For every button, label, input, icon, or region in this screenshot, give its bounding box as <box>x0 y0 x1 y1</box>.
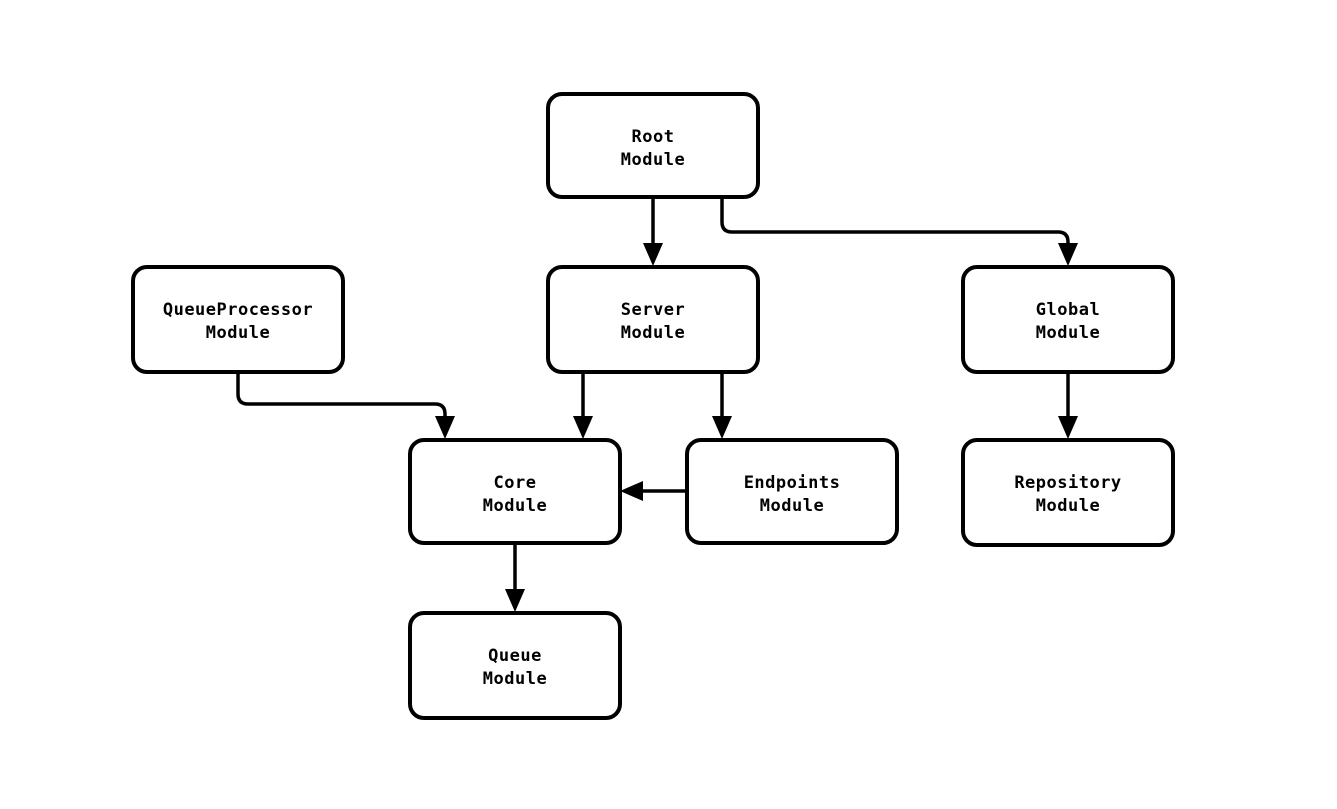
edge-core-to-queue-arrowhead <box>505 589 525 612</box>
node-endpoints-module-label-line2: Module <box>760 496 824 516</box>
node-queueprocessor-module-box[interactable] <box>131 265 345 374</box>
node-root-module-label-line2: Module <box>621 150 685 170</box>
node-global-module-label-line2: Module <box>1036 323 1100 343</box>
edge-root-to-global-line <box>720 197 1070 252</box>
edge-queueprocessor-to-core-arrowhead <box>435 416 455 439</box>
edge-server-to-core <box>573 372 593 439</box>
edge-endpoints-to-core-arrowhead <box>620 481 643 501</box>
node-global-module[interactable]: Global Module <box>961 265 1175 374</box>
node-root-module-box[interactable] <box>546 92 760 199</box>
node-queue-module[interactable]: Queue Module <box>408 611 622 720</box>
edge-root-to-global <box>720 197 1078 266</box>
edge-queueprocessor-to-core <box>236 372 455 439</box>
node-root-module[interactable]: Root Module <box>546 92 760 199</box>
edge-root-to-server-arrowhead <box>643 243 663 266</box>
node-endpoints-module-label-line1: Endpoints <box>744 473 841 493</box>
node-queueprocessor-module-label-line2: Module <box>206 323 270 343</box>
node-repository-module[interactable]: Repository Module <box>961 438 1175 547</box>
edge-global-to-repository-arrowhead <box>1058 416 1078 439</box>
node-queue-module-label-line2: Module <box>483 669 547 689</box>
node-repository-module-box[interactable] <box>961 438 1175 547</box>
node-global-module-label-line1: Global <box>1036 300 1100 320</box>
edge-root-to-server <box>643 197 663 266</box>
node-global-module-box[interactable] <box>961 265 1175 374</box>
node-endpoints-module-box[interactable] <box>685 438 899 545</box>
node-queueprocessor-module-label-line1: QueueProcessor <box>163 300 313 320</box>
edge-server-to-core-arrowhead <box>573 416 593 439</box>
node-server-module-box[interactable] <box>546 265 760 374</box>
node-server-module[interactable]: Server Module <box>546 265 760 374</box>
node-queueprocessor-module[interactable]: QueueProcessor Module <box>131 265 345 374</box>
node-endpoints-module[interactable]: Endpoints Module <box>685 438 899 545</box>
edge-server-to-endpoints <box>712 372 732 439</box>
edge-endpoints-to-core <box>620 481 687 501</box>
node-core-module-label-line1: Core <box>494 473 537 493</box>
node-queue-module-label-line1: Queue <box>488 646 542 666</box>
node-server-module-label-line2: Module <box>621 323 685 343</box>
node-queue-module-box[interactable] <box>408 611 622 720</box>
node-repository-module-label-line1: Repository <box>1014 473 1121 493</box>
edge-global-to-repository <box>1058 372 1078 439</box>
node-root-module-label-line1: Root <box>632 127 675 147</box>
edge-queueprocessor-to-core-line <box>236 372 447 425</box>
edge-root-to-global-arrowhead <box>1058 243 1078 266</box>
edge-server-to-endpoints-arrowhead <box>712 416 732 439</box>
node-repository-module-label-line2: Module <box>1036 496 1100 516</box>
node-core-module-box[interactable] <box>408 438 622 545</box>
edge-core-to-queue <box>505 543 525 612</box>
node-core-module-label-line2: Module <box>483 496 547 516</box>
node-core-module[interactable]: Core Module <box>408 438 622 545</box>
node-server-module-label-line1: Server <box>621 300 685 320</box>
